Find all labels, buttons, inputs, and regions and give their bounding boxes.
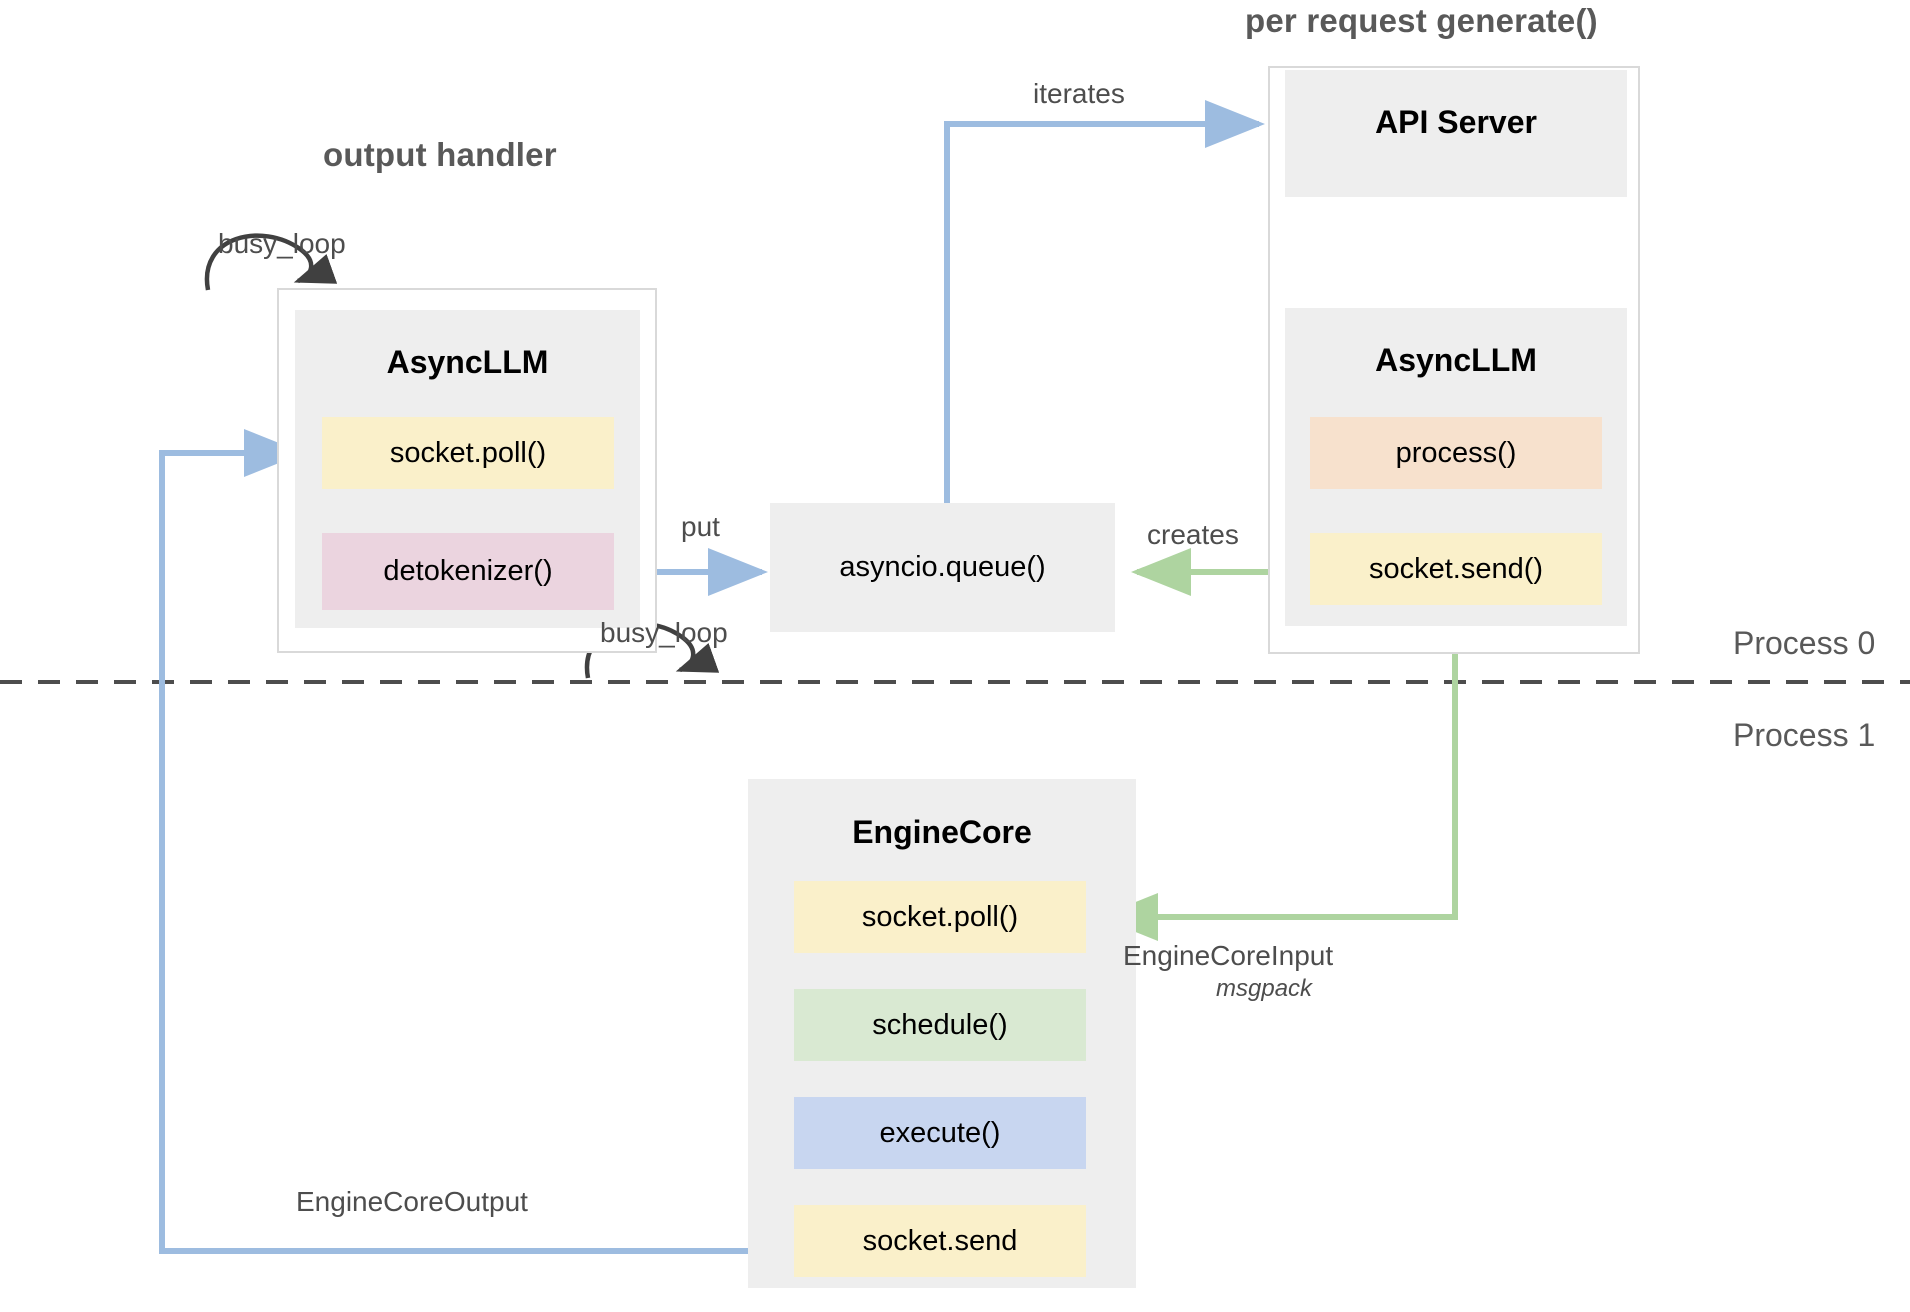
api-server-title: API Server	[1375, 104, 1537, 140]
per-request-generate-title: per request generate()	[1245, 2, 1598, 39]
engine-core-socket-send-box[interactable]: socket.send	[794, 1205, 1086, 1277]
request-asyncllm-title: AsyncLLM	[1375, 342, 1537, 378]
process-0-label: Process 0	[1733, 625, 1876, 661]
engine-core-output-label: EngineCoreOutput	[296, 1186, 528, 1217]
asyncio-queue-box[interactable]: asyncio.queue()	[770, 503, 1115, 632]
put-label: put	[681, 511, 720, 542]
output-handler-title: output handler	[323, 136, 557, 173]
engine-core-schedule-box[interactable]: schedule()	[794, 989, 1086, 1061]
output-handler-socket-poll-box[interactable]: socket.poll()	[322, 417, 614, 489]
output-handler-socket-poll-label: socket.poll()	[389, 436, 547, 469]
process-1-label: Process 1	[1733, 717, 1876, 753]
engine-core-input-label: EngineCoreInput	[1123, 940, 1334, 971]
asyncio-queue-label: asyncio.queue()	[839, 551, 1046, 583]
queue-to-api-server-arrow	[944, 100, 1265, 503]
request-process-label: process()	[1395, 436, 1517, 469]
request-socket-send-label: socket.send()	[1368, 552, 1544, 585]
output-handler-detokenizer-box[interactable]: detokenizer()	[322, 533, 614, 610]
busy-loop-engine-core-label: busy_loop	[600, 617, 728, 648]
busy-loop-output-handler-label: busy_loop	[218, 228, 346, 259]
request-socket-send-box[interactable]: socket.send()	[1310, 533, 1602, 605]
creates-label: creates	[1147, 519, 1239, 550]
output-handler-asyncllm-title: AsyncLLM	[386, 344, 549, 380]
engine-core-input-sublabel: msgpack	[1216, 975, 1313, 1002]
iterates-label: iterates	[1033, 78, 1125, 109]
engine-core-socket-poll-box[interactable]: socket.poll()	[794, 881, 1086, 953]
engine-core-socket-poll-label: socket.poll()	[861, 900, 1019, 933]
request-process-box[interactable]: process()	[1310, 417, 1602, 489]
engine-core-schedule-label: schedule()	[872, 1008, 1008, 1041]
api-server-node[interactable]: API Server	[1285, 70, 1627, 197]
engine-core-title: EngineCore	[852, 814, 1032, 850]
engine-core-execute-box[interactable]: execute()	[794, 1097, 1086, 1169]
engine-core-execute-label: execute()	[879, 1116, 1001, 1149]
output-handler-detokenizer-label: detokenizer()	[383, 555, 553, 587]
engine-core-socket-send-label: socket.send	[862, 1224, 1018, 1257]
